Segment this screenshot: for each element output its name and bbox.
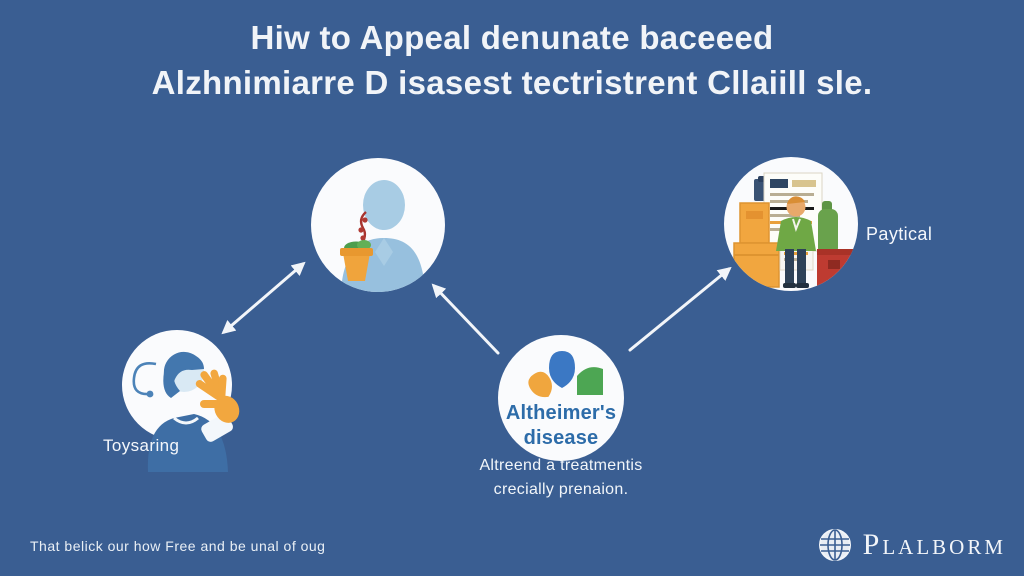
title-line-2: Alzhnimiarre D isasest tectristrent Clla… (151, 63, 873, 101)
double-arrow-caregiver-patient (221, 261, 306, 335)
node-patient (311, 158, 445, 292)
caregiver-circle-background (122, 330, 232, 440)
brand-logo: Plalborm (816, 526, 1006, 564)
caption-line-1: Altreend a treatmentis (479, 457, 643, 474)
node-physical (724, 157, 858, 291)
arrow-disease-to-patient (431, 283, 500, 355)
page-title: Hiw to Appeal denunate baceeed Alzhnimia… (0, 16, 1024, 106)
patient-with-plant-icon (340, 180, 425, 292)
caregiver-label: Toysaring (103, 436, 180, 455)
physical-label: Paytical (866, 224, 933, 244)
disease-label-line-1: Altheimer's (505, 402, 617, 424)
globe-icon (818, 529, 851, 561)
brand-name: Plalborm (862, 528, 1006, 561)
node-disease: Altheimer's disease (498, 335, 624, 461)
disease-label-line-2: disease (523, 427, 599, 449)
footer-tagline: That belick our how Free and be unal of … (30, 538, 326, 554)
disease-label: Altheimer's disease (506, 401, 616, 451)
disease-petals-icon (528, 351, 603, 398)
node-caregiver (122, 330, 232, 440)
title-line-1: Hiw to Appeal denunate baceeed (250, 19, 774, 56)
disease-caption: Altreend a treatmentis crecially prenaio… (431, 454, 691, 502)
caption-line-2: crecially prenaion. (493, 481, 629, 498)
arrow-disease-to-physical (628, 266, 732, 352)
supplies-person-icon (733, 172, 853, 289)
